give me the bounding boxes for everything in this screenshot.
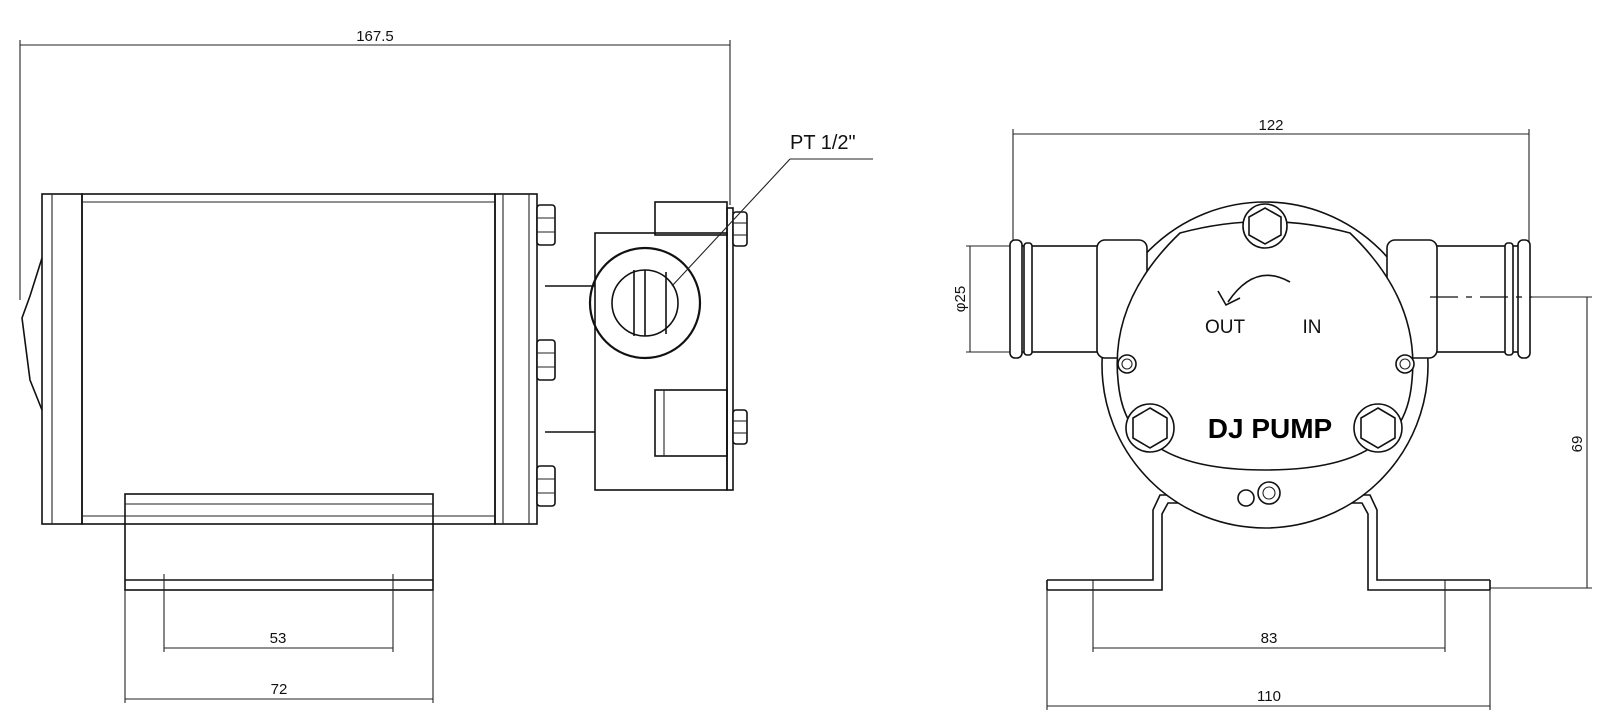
brand-label: DJ PUMP	[1208, 413, 1332, 444]
dimension-base-inner-side: 53	[163, 574, 394, 652]
dimension-label-overall-width: 122	[1258, 117, 1283, 134]
hose-barb-in	[1427, 239, 1531, 359]
hose-barb-out	[1009, 239, 1103, 359]
port-thread-callout: PT 1/2"	[671, 132, 873, 287]
dimension-overall-length: 167.5	[19, 28, 731, 300]
port-label-out: OUT	[1205, 317, 1246, 338]
dimension-label-base-outer-side: 72	[271, 681, 288, 698]
pump-cover-plate	[1116, 220, 1414, 471]
cover-bolt-top	[1242, 203, 1288, 249]
dimension-label-hose-diameter: φ25	[952, 286, 969, 312]
dimension-label-base-inner-side: 53	[270, 630, 287, 647]
dimension-height: 69	[1490, 296, 1592, 589]
cover-bolts	[1117, 203, 1415, 507]
shaft-neck	[545, 285, 595, 433]
mounting-base-side	[124, 493, 434, 591]
flange-bolts	[536, 204, 556, 507]
dimension-base-inner-front: 83	[1092, 580, 1446, 652]
dimension-label-base-inner-front: 83	[1261, 630, 1278, 647]
dimension-label-height: 69	[1569, 436, 1586, 453]
motor-end-cap	[21, 193, 83, 525]
motor-body	[81, 193, 496, 525]
side-view: 167.5	[19, 28, 873, 703]
dimension-label-overall-length: 167.5	[356, 28, 394, 45]
motor-front-flange	[494, 193, 538, 525]
front-view: 122 φ25	[952, 117, 1592, 710]
dimension-label-base-outer-front: 110	[1257, 688, 1281, 705]
dimension-base-outer-side: 72	[124, 590, 434, 703]
dimension-overall-width: 122	[1012, 117, 1530, 243]
cover-bolt-left	[1125, 403, 1175, 453]
pump-head-bolts	[732, 211, 748, 445]
port-label-in: IN	[1303, 317, 1322, 338]
rotation-arrow-icon	[1217, 274, 1291, 307]
dimension-hose-diameter: φ25	[952, 245, 1016, 353]
dimension-base-outer-front: 110	[1046, 590, 1491, 710]
port-thread-label: PT 1/2"	[790, 132, 856, 154]
pump-head	[588, 201, 734, 491]
cover-bolt-right	[1353, 403, 1403, 453]
